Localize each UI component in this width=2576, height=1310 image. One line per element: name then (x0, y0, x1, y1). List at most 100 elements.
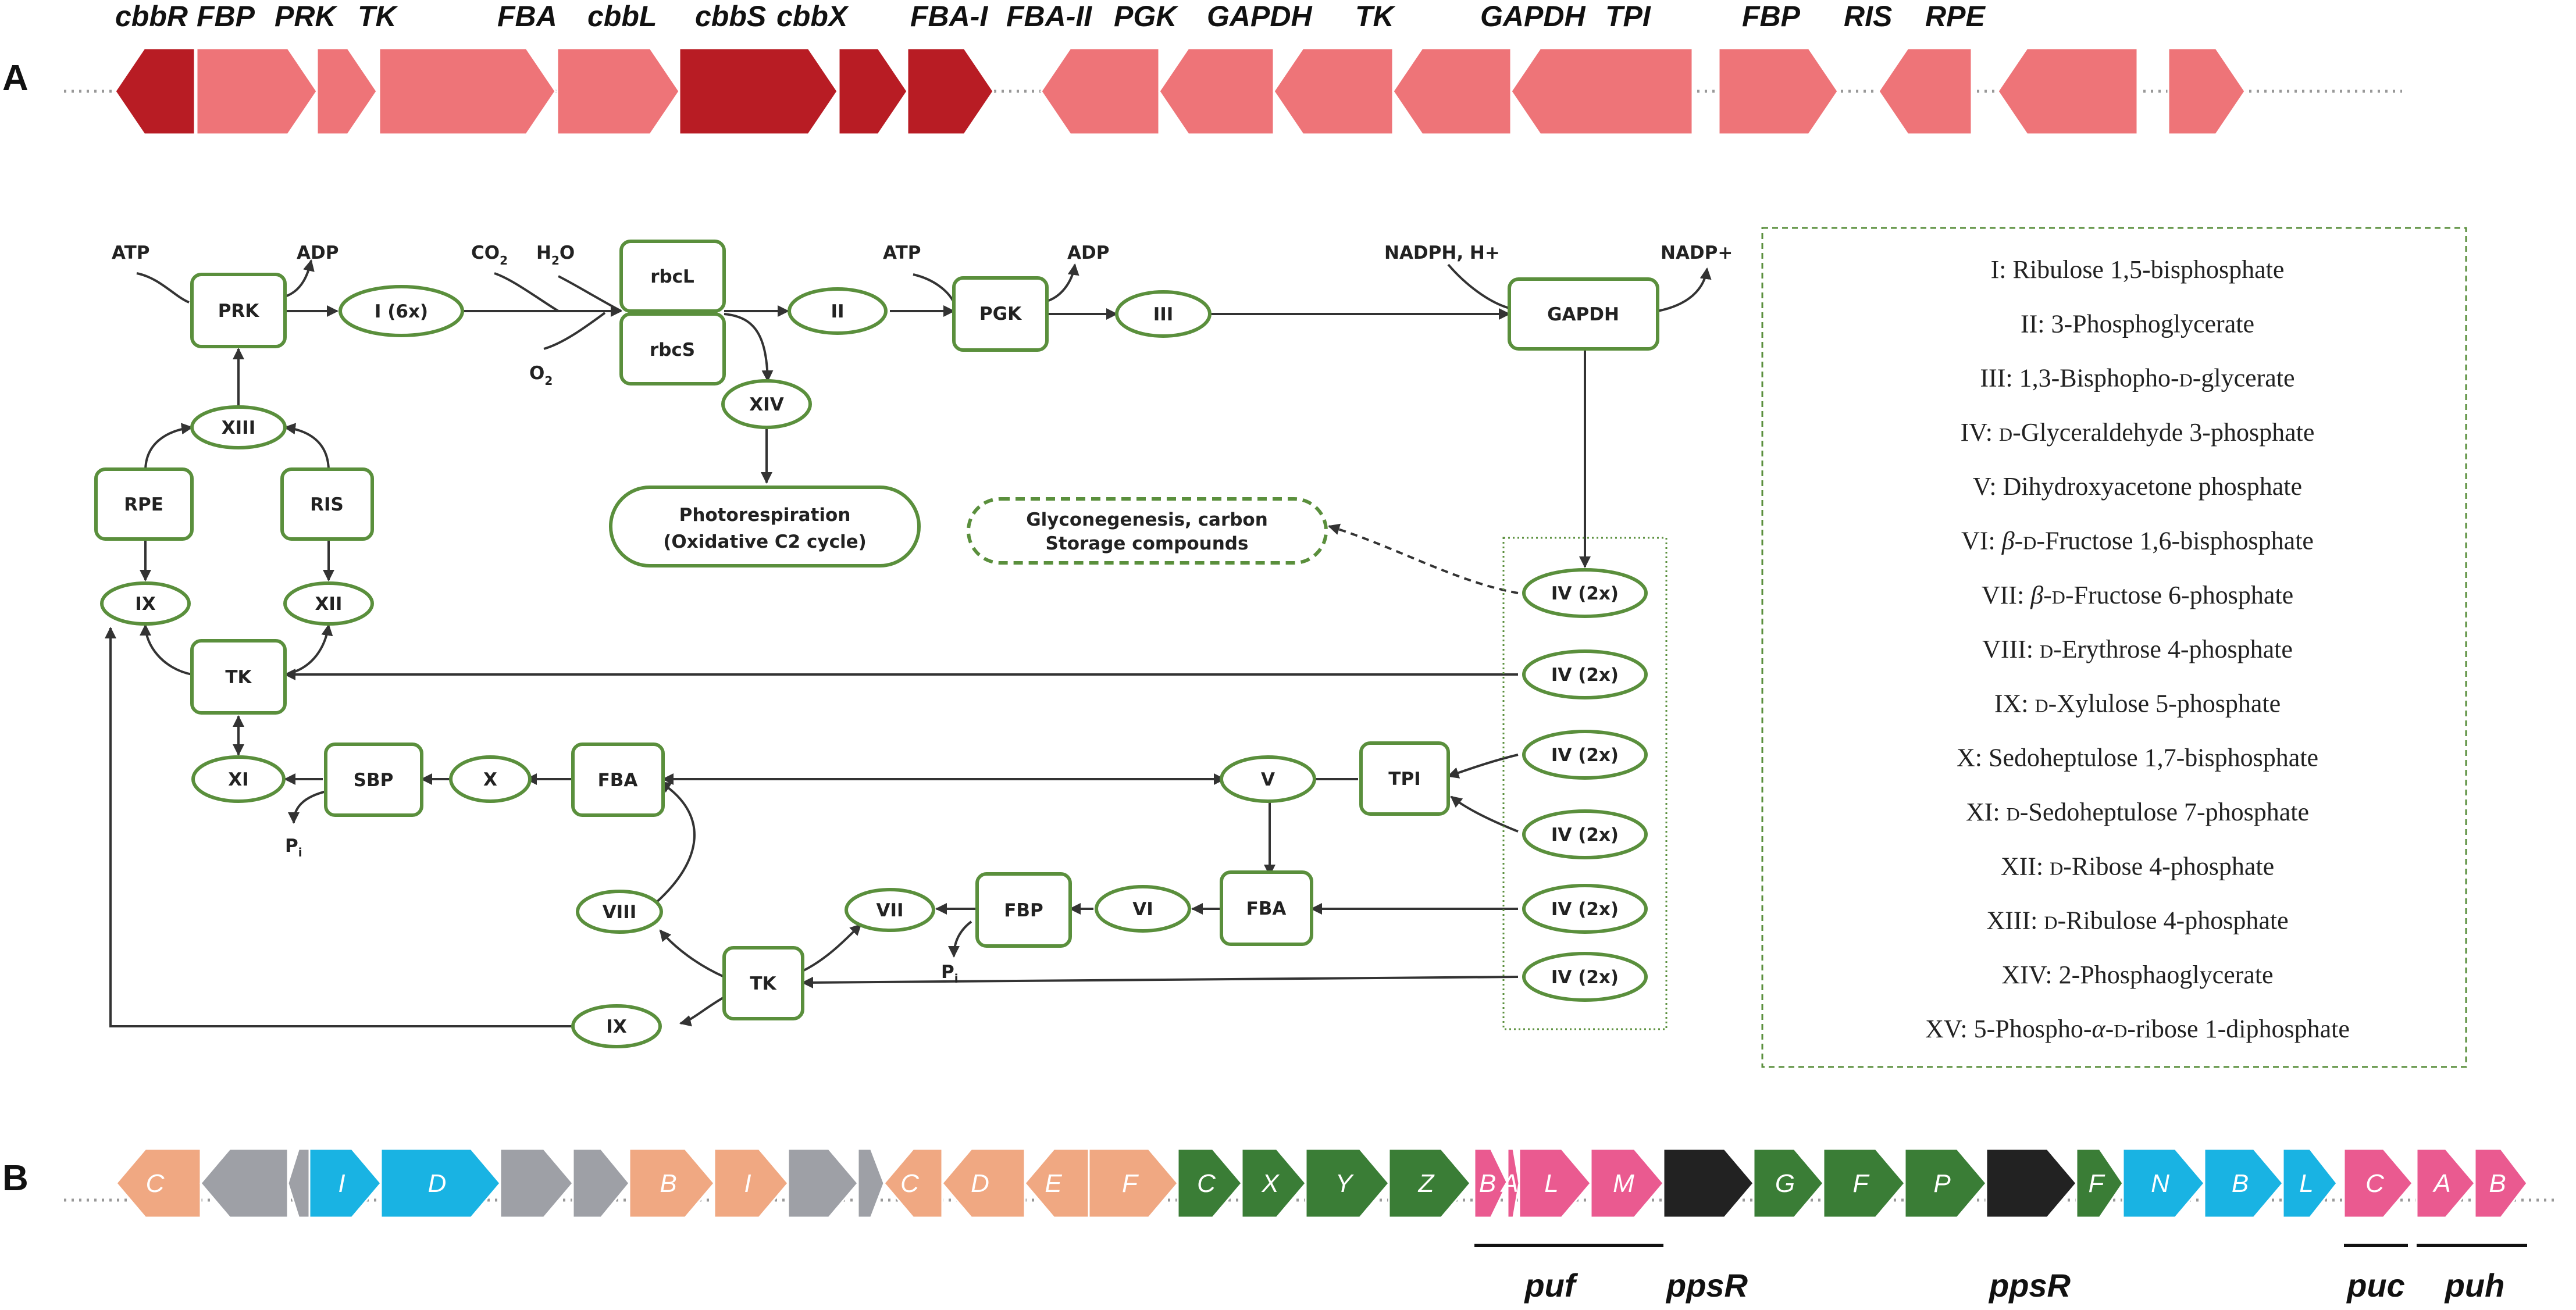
gene-arrow-b-12 (883, 1148, 943, 1219)
gene-label-b-33: C (2365, 1169, 2385, 1198)
gene-label-a-18: RPE (1925, 0, 1986, 33)
gene-arrow-b-34 (2415, 1148, 2476, 1219)
edge-nadph (1447, 263, 1510, 309)
gene-arrow-a-13 (1510, 47, 1694, 135)
edge-gapdh-nadp (1657, 267, 1712, 312)
gene-arrow-b-16 (1177, 1148, 1243, 1219)
enzyme-sbp-label: SBP (354, 770, 394, 791)
enzyme-gapdh (1508, 277, 1659, 351)
metabolite-ix2 (571, 1004, 662, 1048)
metabolite-iii-label: III (1153, 304, 1174, 325)
metabolite-v-label: V (1261, 769, 1275, 790)
metabolite-xiv-label: XIV (749, 394, 783, 415)
panel-b-cluster-labels: puf ppsR ppsR puc puh (1523, 1267, 2504, 1304)
gene-label-b-13: D (971, 1169, 989, 1198)
gene-label-b-35: B (2489, 1169, 2506, 1198)
gene-arrow-b-29 (2075, 1148, 2124, 1219)
gene-label-b-22: L (1544, 1169, 1558, 1198)
legend-box (1761, 227, 2467, 1068)
gene-label-a-7: cbbS (695, 0, 766, 33)
gene-arrow-b-1 (115, 1148, 202, 1219)
cofactor-adp-2: ADP (1067, 242, 1109, 263)
metabolite-ix1 (100, 581, 191, 626)
metabolite-xi (191, 755, 286, 803)
gene-label-a-16: FBP (1742, 0, 1801, 33)
gene-arrow-b-32 (2282, 1148, 2338, 1219)
gene-label-b-25: G (1775, 1169, 1795, 1198)
gene-arrow-b-19 (1388, 1148, 1472, 1219)
panel-b-label: B (2, 1158, 28, 1198)
gene-arrow-a-16 (1997, 47, 2139, 135)
gene-arrow-a-11 (1273, 47, 1394, 135)
enzyme-fba1 (571, 743, 665, 817)
metabolite-iii (1115, 290, 1212, 338)
metabolite-viii-label: VIII (603, 902, 637, 923)
gene-arrow-b-18 (1305, 1148, 1390, 1219)
enzyme-fba2-label: FBA (1246, 898, 1287, 919)
metabolite-nodes: I (6x) II III XIV XIII IX XII XI X V VII… (100, 285, 1648, 1048)
cofactor-nadp: NADP+ (1661, 242, 1733, 263)
enzyme-tpi (1359, 741, 1450, 816)
legend-entry-12: XII: D-Ribose 4-phosphate (2001, 852, 2274, 880)
edge-iv1-glyco (1328, 523, 1519, 594)
gene-arrow-b-17 (1241, 1148, 1307, 1219)
gene-arrow-a-7 (838, 47, 908, 135)
gene-label-b-23: M (1613, 1169, 1634, 1198)
gene-arrow-b-6 (499, 1148, 574, 1219)
edge-co2 (494, 272, 560, 312)
edge-rbc-xiv (724, 313, 774, 382)
gene-label-b-16: C (1197, 1169, 1216, 1198)
gene-arrow-a-12 (1392, 47, 1512, 135)
edge-tk2-vii (802, 923, 862, 972)
enzyme-prk-label: PRK (218, 301, 260, 322)
enzyme-rbcs-label: rbcS (650, 340, 695, 360)
metabolite-xii-label: XII (315, 594, 343, 615)
metabolite-iv-1-label: IV (2x) (1551, 583, 1619, 604)
gene-arrow-b-30 (2122, 1148, 2206, 1219)
enzyme-rpe-label: RPE (124, 494, 163, 515)
metabolite-ix2-label: IX (606, 1016, 627, 1037)
legend-entry-2: II: 3-Phosphoglycerate (2021, 309, 2254, 338)
edge-fbp-pi (948, 920, 972, 958)
legend-entry-11: XI: D-Sedoheptulose 7-phosphate (1966, 798, 2309, 826)
metabolite-viii (576, 890, 663, 934)
gene-label-b-27: P (1933, 1169, 1951, 1198)
edge-ix2-ix1 (105, 627, 573, 1027)
glyconeogenesis-line1: Glyconegenesis, carbon (1026, 509, 1268, 530)
cofactor-atp-2: ATP (883, 242, 921, 263)
gene-arrow-b-21 (1506, 1148, 1520, 1219)
gene-arrow-b-35 (2474, 1148, 2528, 1219)
gene-label-a-3: PRK (275, 0, 338, 33)
metabolite-ii (788, 287, 888, 335)
gene-label-b-8: B (660, 1169, 676, 1198)
legend-entry-4: IV: D-Glyceraldehyde 3-phosphate (1961, 418, 2315, 447)
enzyme-pgk-label: PGK (979, 304, 1022, 324)
gene-label-a-1: cbbR (115, 0, 188, 33)
metabolite-xiii (190, 405, 287, 449)
metabolite-xiii-label: XIII (222, 417, 256, 438)
gene-label-a-4: TK (358, 0, 399, 33)
gene-arrow-b-9 (713, 1148, 789, 1219)
gene-label-a-9: FBA-I (910, 0, 988, 33)
enzyme-rbcl (619, 240, 726, 313)
enzyme-sbp (324, 743, 423, 817)
cofactor-atp-1: ATP (112, 242, 149, 263)
edge-prk-adp (284, 259, 315, 298)
gene-label-a-6: cbbL (587, 0, 657, 33)
glyconeogenesis-node (967, 497, 1328, 565)
cofactor-pi-2: Pi (941, 962, 959, 986)
gene-arrow-b-2 (199, 1148, 289, 1219)
metabolite-xiv (721, 379, 812, 429)
edge-pgk-adp (1046, 263, 1079, 302)
edge-tk2-viii (659, 929, 725, 978)
panel-a-gene-track (114, 47, 2246, 135)
legend-entry-15: XV: 5-Phospho-α-D-ribose 1-diphosphate (1925, 1015, 2350, 1043)
enzyme-rpe (94, 467, 194, 541)
enzyme-gapdh-label: GAPDH (1547, 304, 1619, 325)
enzyme-tpi-label: TPI (1388, 769, 1420, 790)
edge-iv3-tpi (1447, 754, 1519, 779)
enzyme-fba1-label: FBA (598, 770, 638, 791)
cofactor-h2o: H2O (536, 242, 575, 267)
enzyme-tk1-label: TK (225, 667, 252, 688)
